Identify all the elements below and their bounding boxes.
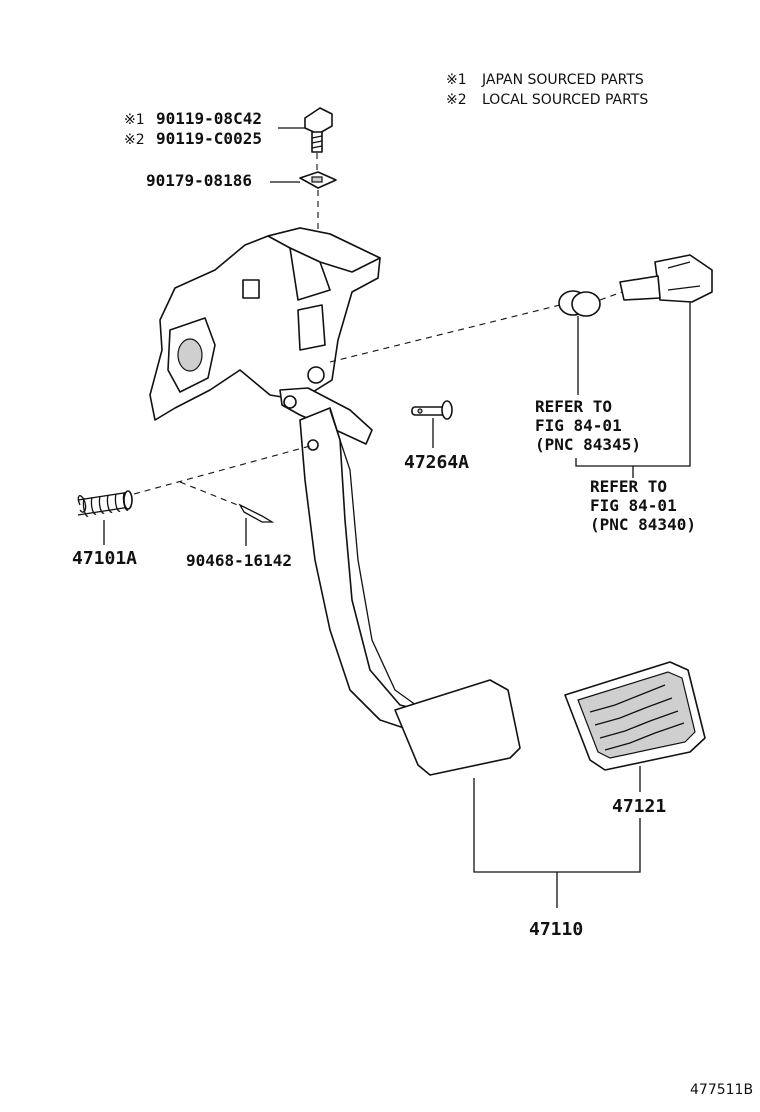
bolt-part1-label: 90119-08C42 xyxy=(156,109,262,128)
stop-lamp-switch xyxy=(619,254,713,303)
refer2-block: REFER TO FIG 84-01 (PNC 84340) xyxy=(590,477,696,534)
clip-axis-line xyxy=(179,481,241,507)
switch-axis-line-2 xyxy=(599,291,623,301)
bolt-icon xyxy=(304,107,333,153)
clip-icon xyxy=(238,503,275,523)
spring-icon xyxy=(77,490,133,517)
note2-text: LOCAL SOURCED PARTS xyxy=(482,92,648,108)
pedal-bracket xyxy=(149,227,381,445)
refer1-line2: FIG 84-01 xyxy=(535,416,622,435)
pin-icon xyxy=(411,400,453,420)
refer1-line1: REFER TO xyxy=(535,397,612,416)
switch-axis-line xyxy=(329,304,561,363)
refer1-line3: (PNC 84345) xyxy=(535,435,641,454)
refer2-line2: FIG 84-01 xyxy=(590,496,677,515)
spring-axis-line xyxy=(133,445,311,495)
assy-bracket xyxy=(473,778,641,873)
assy-label: 47110 xyxy=(529,919,583,940)
cushion xyxy=(558,290,601,317)
figure-id: 477511B xyxy=(690,1082,753,1098)
notes-legend: ※1 JAPAN SOURCED PARTS ※2 LOCAL SOURCED … xyxy=(446,72,648,108)
pedal-arm xyxy=(299,407,421,731)
pedal-pad-cover xyxy=(564,661,706,771)
note1-mark: ※1 xyxy=(446,72,467,88)
note2-mark: ※2 xyxy=(446,92,467,108)
refer2-line3: (PNC 84340) xyxy=(590,515,696,534)
pedal-pad xyxy=(394,679,521,776)
refer1-block: REFER TO FIG 84-01 (PNC 84345) xyxy=(535,397,641,454)
note1-text: JAPAN SOURCED PARTS xyxy=(481,72,644,88)
bolt-part2-label: 90119-C0025 xyxy=(156,129,262,148)
bolt-mark2: ※2 xyxy=(124,132,145,148)
nut-label: 90179-08186 xyxy=(146,171,252,190)
pad-label: 47121 xyxy=(612,796,666,817)
spring-label: 47101A xyxy=(72,548,137,569)
nut-icon xyxy=(299,171,337,189)
refer2-line1: REFER TO xyxy=(590,477,667,496)
pin-label: 47264A xyxy=(404,452,469,473)
bolt-mark1: ※1 xyxy=(124,112,145,128)
clip-label: 90468-16142 xyxy=(186,551,292,570)
